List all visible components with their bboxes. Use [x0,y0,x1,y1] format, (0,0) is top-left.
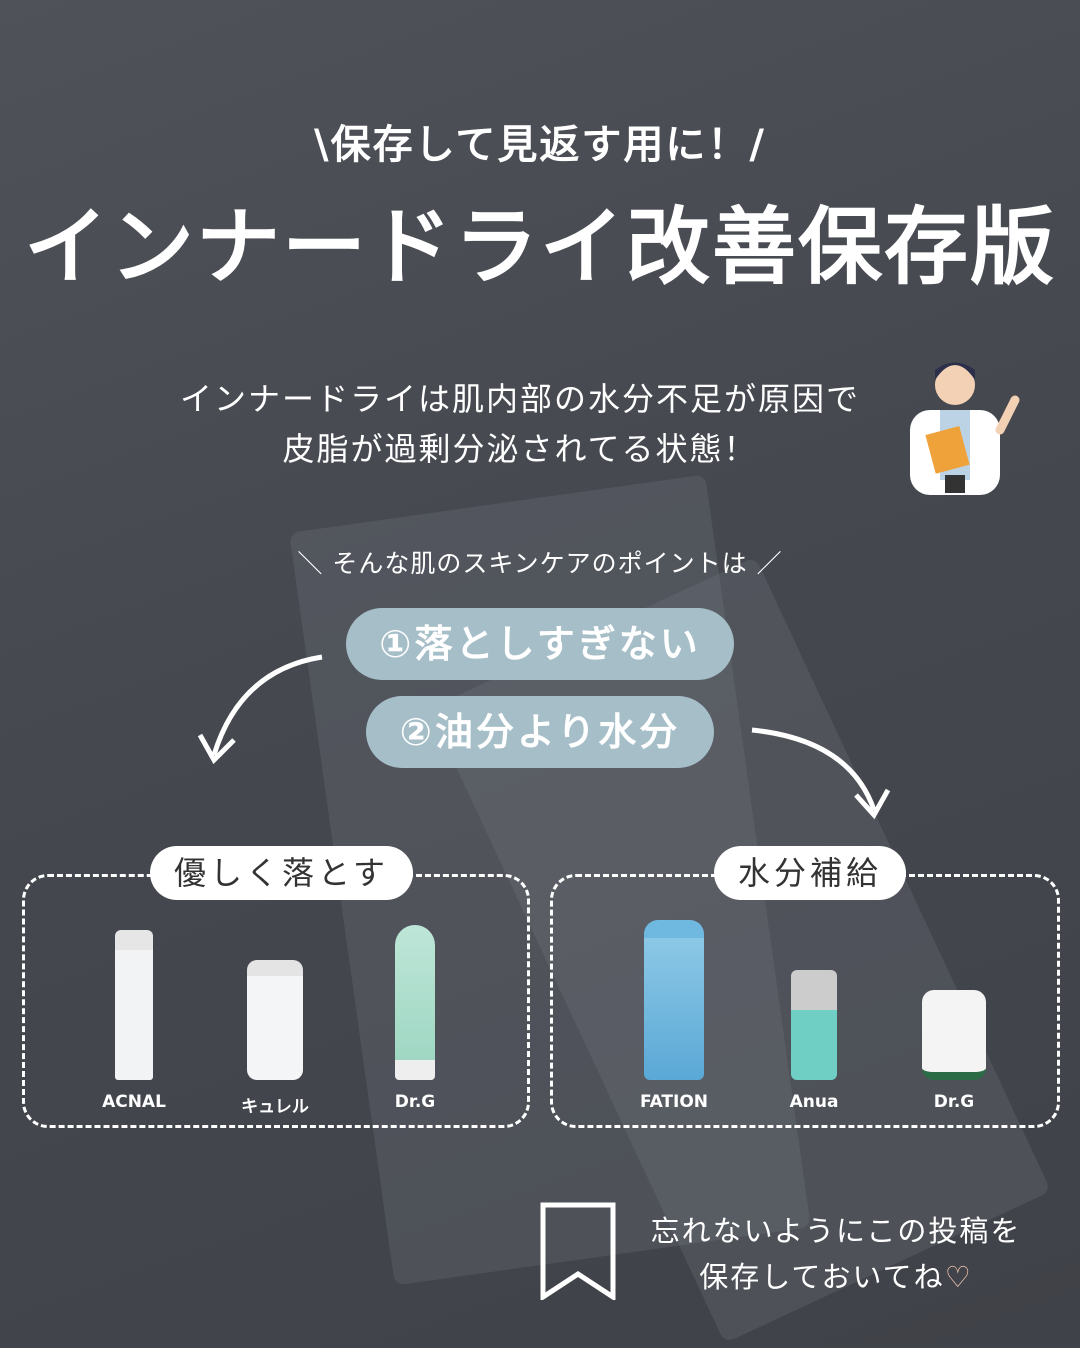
product-fation[interactable]: FATION [604,900,744,1112]
bottle-image [744,900,884,1080]
intro-text: インナードライは肌内部の水分不足が原因で 皮脂が過剰分泌されてる状態！ [120,374,920,474]
product-name: FATION [639,1092,709,1112]
product-curel[interactable]: キュレル [205,900,345,1117]
arrows [197,654,891,820]
arrow-left-icon [211,654,323,756]
subtitle: \保存して見返す用に！/ [313,122,767,168]
point-1-pill: ①落としすぎない [346,608,734,680]
bottle-image [205,900,345,1080]
doctor-illustration [910,362,1020,495]
product-name: Dr.G [394,1092,436,1112]
point-2-pill: ②油分より水分 [366,696,714,768]
product-drg-peeling[interactable]: Dr.G [345,900,485,1112]
jar-image [884,900,1024,1080]
bookmark-icon[interactable] [540,1202,616,1300]
product-name: Dr.G [933,1092,975,1112]
product-acnal[interactable]: ACNAL [64,900,204,1112]
page-title: インナードライ改善保存版 [23,198,1056,296]
bottle-image [604,900,744,1080]
product-name: キュレル [241,1097,309,1117]
product-name: Anua [789,1092,839,1112]
heart-hands-icon: ♡ [944,1260,973,1294]
save-line-1: 忘れないようにこの投稿を [650,1214,1022,1248]
points-heading: ＼ そんな肌のスキンケアのポイントは ／ [297,549,783,578]
intro-line-1: インナードライは肌内部の水分不足が原因で [179,380,860,418]
hydrate-label: 水分補給 [714,846,907,900]
save-reminder: 忘れないようにこの投稿を 保存しておいてね♡ [646,1208,1026,1300]
intro-line-2: 皮脂が過剰分泌されてる状態！ [282,430,758,468]
bottle-image [64,900,204,1080]
cleanse-label: 優しく落とす [150,846,414,900]
product-anua[interactable]: Anua [744,900,884,1112]
save-line-2: 保存しておいてね [699,1260,945,1294]
tube-image [345,900,485,1080]
product-drg-cream[interactable]: Dr.G [884,900,1024,1112]
arrow-right-icon [751,727,877,811]
product-name: ACNAL [102,1092,166,1112]
